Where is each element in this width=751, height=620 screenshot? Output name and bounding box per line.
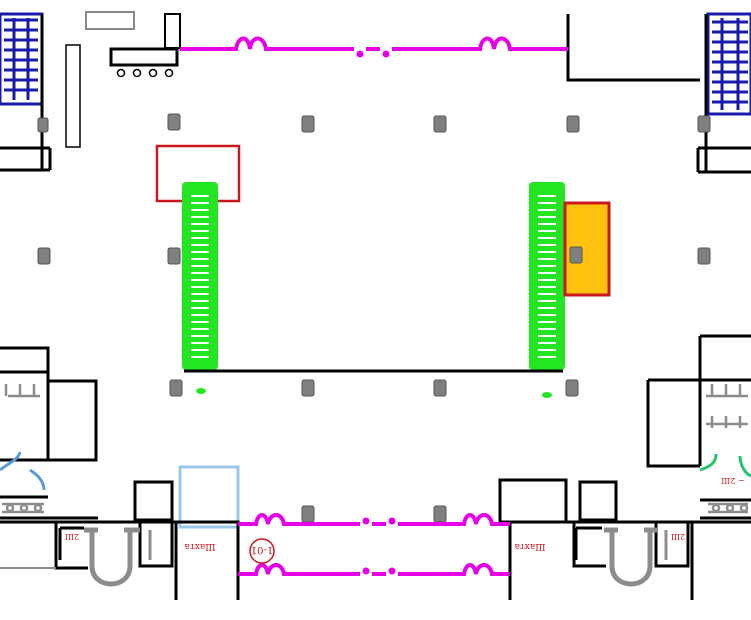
shaft-label-right: Шахта [514,541,546,551]
tag-label-left: 2Ш [65,532,79,541]
escalator-right [529,182,565,398]
columns [37,113,711,523]
rooms-lower-right [498,334,751,524]
escalator-left [182,182,218,394]
door-right [699,453,751,478]
tag-label-right: 2Ш [671,532,685,541]
room-code-label: 1-01 [251,544,273,555]
highlighted-zone[interactable] [563,201,611,297]
shaft-label-left: Шахта [184,541,216,551]
stairwell-top-right [566,12,751,174]
barrier-top [180,36,568,58]
tag-label-side: ~ 2Ш [721,476,744,485]
room-code-badge[interactable]: 1-01 [249,538,275,564]
door-left [0,451,46,491]
fixtures-bottom [0,527,668,587]
bottom-walls [0,520,751,600]
elevator-box [178,465,240,529]
top-equipment [85,11,181,78]
stairwell-top-left [0,12,81,172]
rooms-lower-left [0,346,174,522]
barrier-bottom [238,513,510,576]
fixtures-lower-right [706,384,749,514]
fixtures-lower-left [2,384,44,514]
